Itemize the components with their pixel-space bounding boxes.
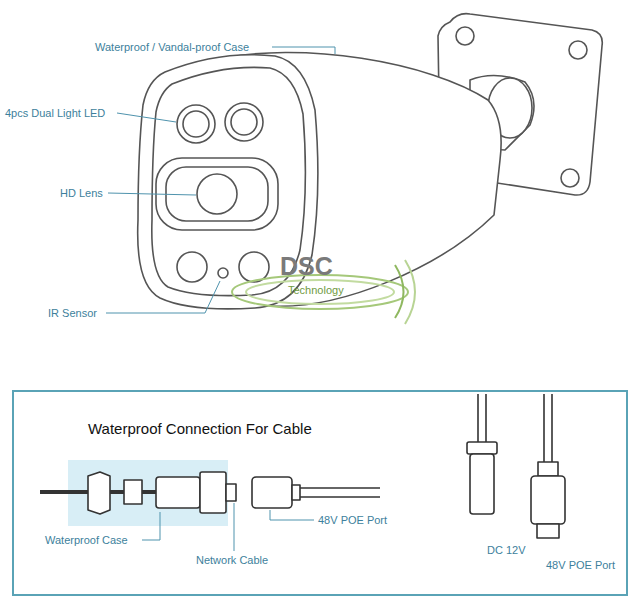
leader-line bbox=[106, 47, 335, 313]
poe-port bbox=[538, 462, 558, 476]
part-label: IR Sensor bbox=[48, 306, 97, 320]
poe-port bbox=[252, 477, 292, 508]
wire bbox=[485, 394, 487, 442]
led bbox=[177, 252, 207, 282]
wire bbox=[300, 496, 380, 498]
highlight-area bbox=[68, 460, 228, 526]
poe-plug bbox=[537, 524, 559, 538]
lens-bezel bbox=[166, 167, 268, 221]
ir-sensor bbox=[218, 268, 228, 278]
part-label: DC 12V bbox=[487, 543, 526, 557]
poe-port bbox=[531, 476, 565, 524]
part-label: HD Lens bbox=[60, 186, 103, 200]
led-inner bbox=[183, 111, 209, 137]
panel-title: Waterproof Connection For Cable bbox=[88, 420, 626, 437]
mount-hole bbox=[561, 169, 579, 187]
led bbox=[239, 252, 269, 282]
watermark: DSC bbox=[280, 252, 333, 280]
watermark: Technology bbox=[288, 283, 344, 297]
waterproof-sleeve bbox=[156, 477, 200, 508]
leader-line bbox=[142, 503, 314, 551]
dc-plug bbox=[470, 454, 494, 514]
cable bbox=[40, 490, 88, 494]
mount-hole bbox=[456, 27, 474, 45]
dc-plug bbox=[467, 442, 497, 454]
part-label: 48V POE Port bbox=[318, 513, 387, 527]
part-label: 4pcs Dual Light LED bbox=[5, 106, 105, 120]
hd-lens bbox=[197, 174, 237, 214]
part-label: Waterproof Case bbox=[45, 533, 128, 547]
lens-housing bbox=[156, 158, 278, 230]
cable bbox=[142, 490, 156, 494]
part-label: Waterproof / Vandal-proof Case bbox=[95, 40, 249, 54]
waterproof-sleeve bbox=[200, 472, 226, 513]
rj45-plug bbox=[226, 484, 236, 501]
mount-hole bbox=[569, 41, 587, 59]
gland-nut bbox=[88, 472, 110, 514]
led-inner bbox=[231, 109, 257, 135]
part-label: Network Cable bbox=[196, 553, 268, 567]
led bbox=[177, 105, 215, 143]
cable bbox=[110, 490, 124, 494]
poe-port bbox=[292, 485, 300, 500]
wire bbox=[551, 394, 553, 462]
panel-box: Waterproof Connection For Cable bbox=[12, 390, 628, 596]
led bbox=[225, 103, 263, 141]
wire bbox=[300, 487, 380, 489]
wire bbox=[543, 394, 545, 462]
wire bbox=[477, 394, 479, 442]
seal-ring bbox=[124, 480, 142, 504]
part-label: 48V POE Port bbox=[546, 558, 615, 572]
